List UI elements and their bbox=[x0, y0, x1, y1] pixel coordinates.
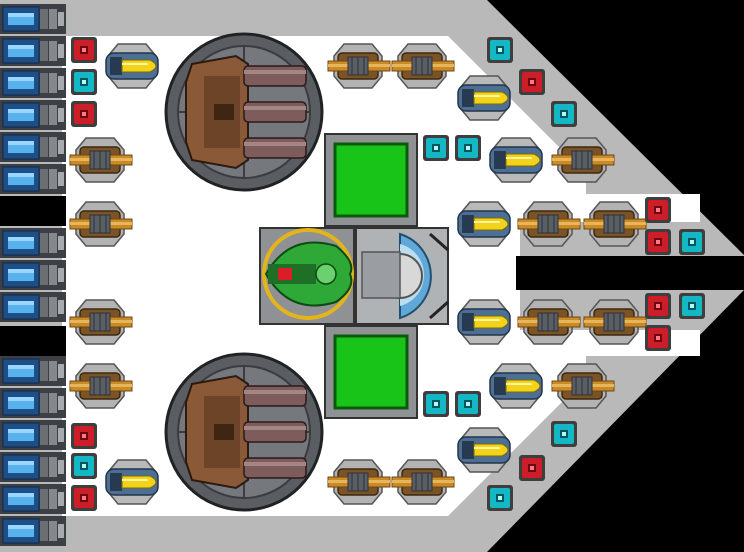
power-node-red-10[interactable] bbox=[519, 455, 545, 481]
power-node-cyan-7[interactable] bbox=[679, 293, 705, 319]
power-node-cyan-4[interactable] bbox=[423, 135, 449, 161]
large-turret-top[interactable] bbox=[164, 32, 324, 192]
power-node-red-2[interactable] bbox=[71, 101, 97, 127]
power-node-cyan-11[interactable] bbox=[71, 453, 97, 479]
power-node-red-5[interactable] bbox=[645, 229, 671, 255]
power-node-cyan-9[interactable] bbox=[455, 391, 481, 417]
thruster-7[interactable] bbox=[0, 227, 67, 259]
thruster-4[interactable] bbox=[0, 99, 67, 131]
thruster-9[interactable] bbox=[0, 291, 67, 323]
missile-launcher-8[interactable] bbox=[105, 459, 159, 505]
missile-launcher-4[interactable] bbox=[457, 201, 511, 247]
power-node-cyan-2[interactable] bbox=[487, 37, 513, 63]
missile-launcher-5[interactable] bbox=[457, 299, 511, 345]
storage-pad-bottom[interactable] bbox=[324, 325, 418, 419]
thruster-15[interactable] bbox=[0, 515, 67, 547]
missile-launcher-2[interactable] bbox=[457, 75, 511, 121]
thruster-5[interactable] bbox=[0, 131, 67, 163]
power-node-red-7[interactable] bbox=[645, 325, 671, 351]
power-node-cyan-5[interactable] bbox=[455, 135, 481, 161]
thruster-14[interactable] bbox=[0, 483, 67, 515]
power-node-cyan-10[interactable] bbox=[551, 421, 577, 447]
thruster-2[interactable] bbox=[0, 35, 67, 67]
shield-generator[interactable] bbox=[355, 227, 449, 325]
hull-slot bbox=[516, 256, 744, 290]
power-node-red-3[interactable] bbox=[519, 69, 545, 95]
thruster-13[interactable] bbox=[0, 451, 67, 483]
thruster-8[interactable] bbox=[0, 259, 67, 291]
cockpit[interactable] bbox=[259, 227, 355, 325]
power-node-red-8[interactable] bbox=[71, 423, 97, 449]
hull-side-gap-top bbox=[0, 196, 66, 226]
hull-side-gap-bottom bbox=[0, 326, 66, 356]
power-node-cyan-1[interactable] bbox=[71, 69, 97, 95]
thruster-10[interactable] bbox=[0, 355, 67, 387]
power-node-red-4[interactable] bbox=[645, 197, 671, 223]
thruster-3[interactable] bbox=[0, 67, 67, 99]
missile-launcher-3[interactable] bbox=[489, 137, 543, 183]
thruster-6[interactable] bbox=[0, 163, 67, 195]
power-node-red-9[interactable] bbox=[71, 485, 97, 511]
storage-pad-top[interactable] bbox=[324, 133, 418, 227]
power-node-cyan-6[interactable] bbox=[679, 229, 705, 255]
power-node-cyan-8[interactable] bbox=[423, 391, 449, 417]
large-turret-bottom[interactable] bbox=[164, 352, 324, 512]
power-node-red-1[interactable] bbox=[71, 37, 97, 63]
power-node-cyan-12[interactable] bbox=[487, 485, 513, 511]
power-node-red-6[interactable] bbox=[645, 293, 671, 319]
thruster-12[interactable] bbox=[0, 419, 67, 451]
thruster-11[interactable] bbox=[0, 387, 67, 419]
power-node-cyan-3[interactable] bbox=[551, 101, 577, 127]
missile-launcher-7[interactable] bbox=[457, 427, 511, 473]
thruster-1[interactable] bbox=[0, 3, 67, 35]
missile-launcher-1[interactable] bbox=[105, 43, 159, 89]
missile-launcher-6[interactable] bbox=[489, 363, 543, 409]
